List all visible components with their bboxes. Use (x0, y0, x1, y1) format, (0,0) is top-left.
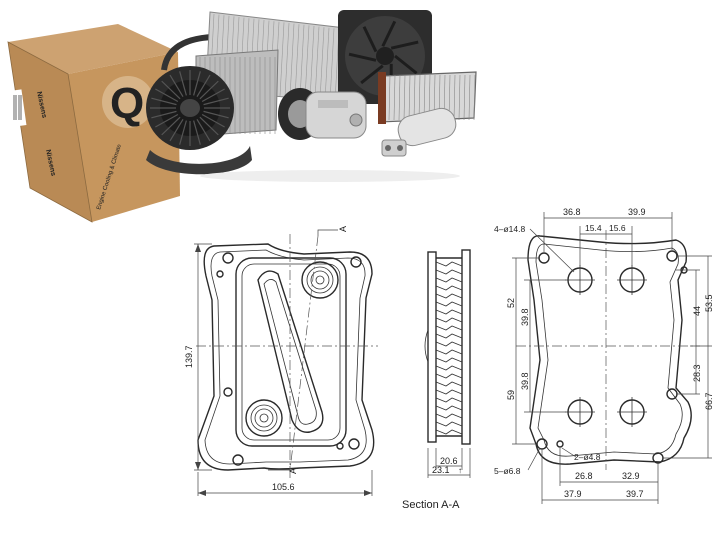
cardboard-box: Nissens Nissens Engine Cooling & Climate… (7, 24, 180, 223)
top-dim-right: 39.9 (628, 207, 646, 217)
mounting-holes (216, 252, 362, 466)
bottom-dim-left: 26.8 (575, 471, 593, 481)
rear-view: 4–ø14.8 2–ø4.8 5–ø6.8 36.8 39.9 15.4 15.… (494, 207, 714, 504)
bottom-outer-dim-right: 39.7 (626, 489, 644, 499)
ac-compressor (278, 88, 367, 140)
width-dimension: 105.6 (272, 482, 295, 492)
side-left-plate (427, 251, 437, 443)
blower-motor (146, 66, 252, 175)
bottom-outer-dim-left: 37.9 (564, 489, 582, 499)
left-dim-hole-upper: 39.8 (520, 308, 530, 326)
rear-top-dimensions: 36.8 39.9 15.4 15.6 (543, 207, 673, 266)
section-marker-top: A (338, 226, 348, 232)
top-inner-dim-right: 15.6 (609, 223, 626, 233)
core-block (235, 257, 347, 447)
top-inner-dim-left: 15.4 (585, 223, 602, 233)
section-cut-line: A A (268, 226, 348, 474)
section-caption: Section A-A (402, 499, 460, 511)
top-dim-left: 36.8 (563, 207, 581, 217)
right-dim-top: 53.5 (704, 294, 714, 312)
side-fins (435, 261, 463, 435)
side-dim-outer-tol: ↑ (458, 466, 462, 475)
port-bottom (245, 399, 283, 437)
side-view: 20.6 23.1 ↑ Section A-A (402, 249, 471, 511)
callout-mount-holes: 5–ø6.8 (494, 466, 521, 476)
left-dim-hole-lower: 39.8 (520, 372, 530, 390)
rear-large-holes (565, 265, 647, 427)
right-dim-bottom: 66.7 (704, 392, 714, 410)
receiver-drier (381, 107, 457, 157)
section-marker-bottom: A (288, 468, 298, 474)
side-dim-inner: 20.6 (440, 456, 458, 466)
height-dimension: 139.7 (184, 345, 194, 368)
q-mark-icon: Q (110, 79, 144, 128)
front-dimensions: 139.7 105.6 (184, 243, 373, 496)
port-top (301, 261, 339, 299)
callout-small-holes: 2–ø4.8 (574, 452, 601, 462)
heater-core (378, 71, 477, 124)
rear-mount-holes (536, 250, 688, 464)
bottom-dim-right: 32.9 (622, 471, 640, 481)
side-dim-outer: 23.1 (432, 465, 450, 475)
diagonal-channel (257, 270, 324, 433)
rear-outline (527, 235, 692, 465)
front-outline (197, 243, 375, 471)
product-photo: Nissens Nissens Engine Cooling & Climate… (7, 10, 477, 223)
left-dim-lower: 59 (506, 390, 516, 400)
left-dim-upper: 52 (506, 298, 516, 308)
callout-large-holes: 4–ø14.8 (494, 224, 525, 234)
side-right-plate (461, 249, 471, 445)
rear-right-dimensions: 53.5 44 28.3 66.7 (662, 255, 714, 459)
rear-bottom-dimensions: 26.8 32.9 37.9 39.7 (541, 448, 659, 504)
rear-left-dimensions: 52 59 39.8 39.8 (506, 257, 566, 445)
right-dim-middle: 28.3 (692, 364, 702, 382)
front-view: A A 139.7 105.6 (184, 226, 378, 496)
right-dim-upper: 44 (692, 306, 702, 316)
